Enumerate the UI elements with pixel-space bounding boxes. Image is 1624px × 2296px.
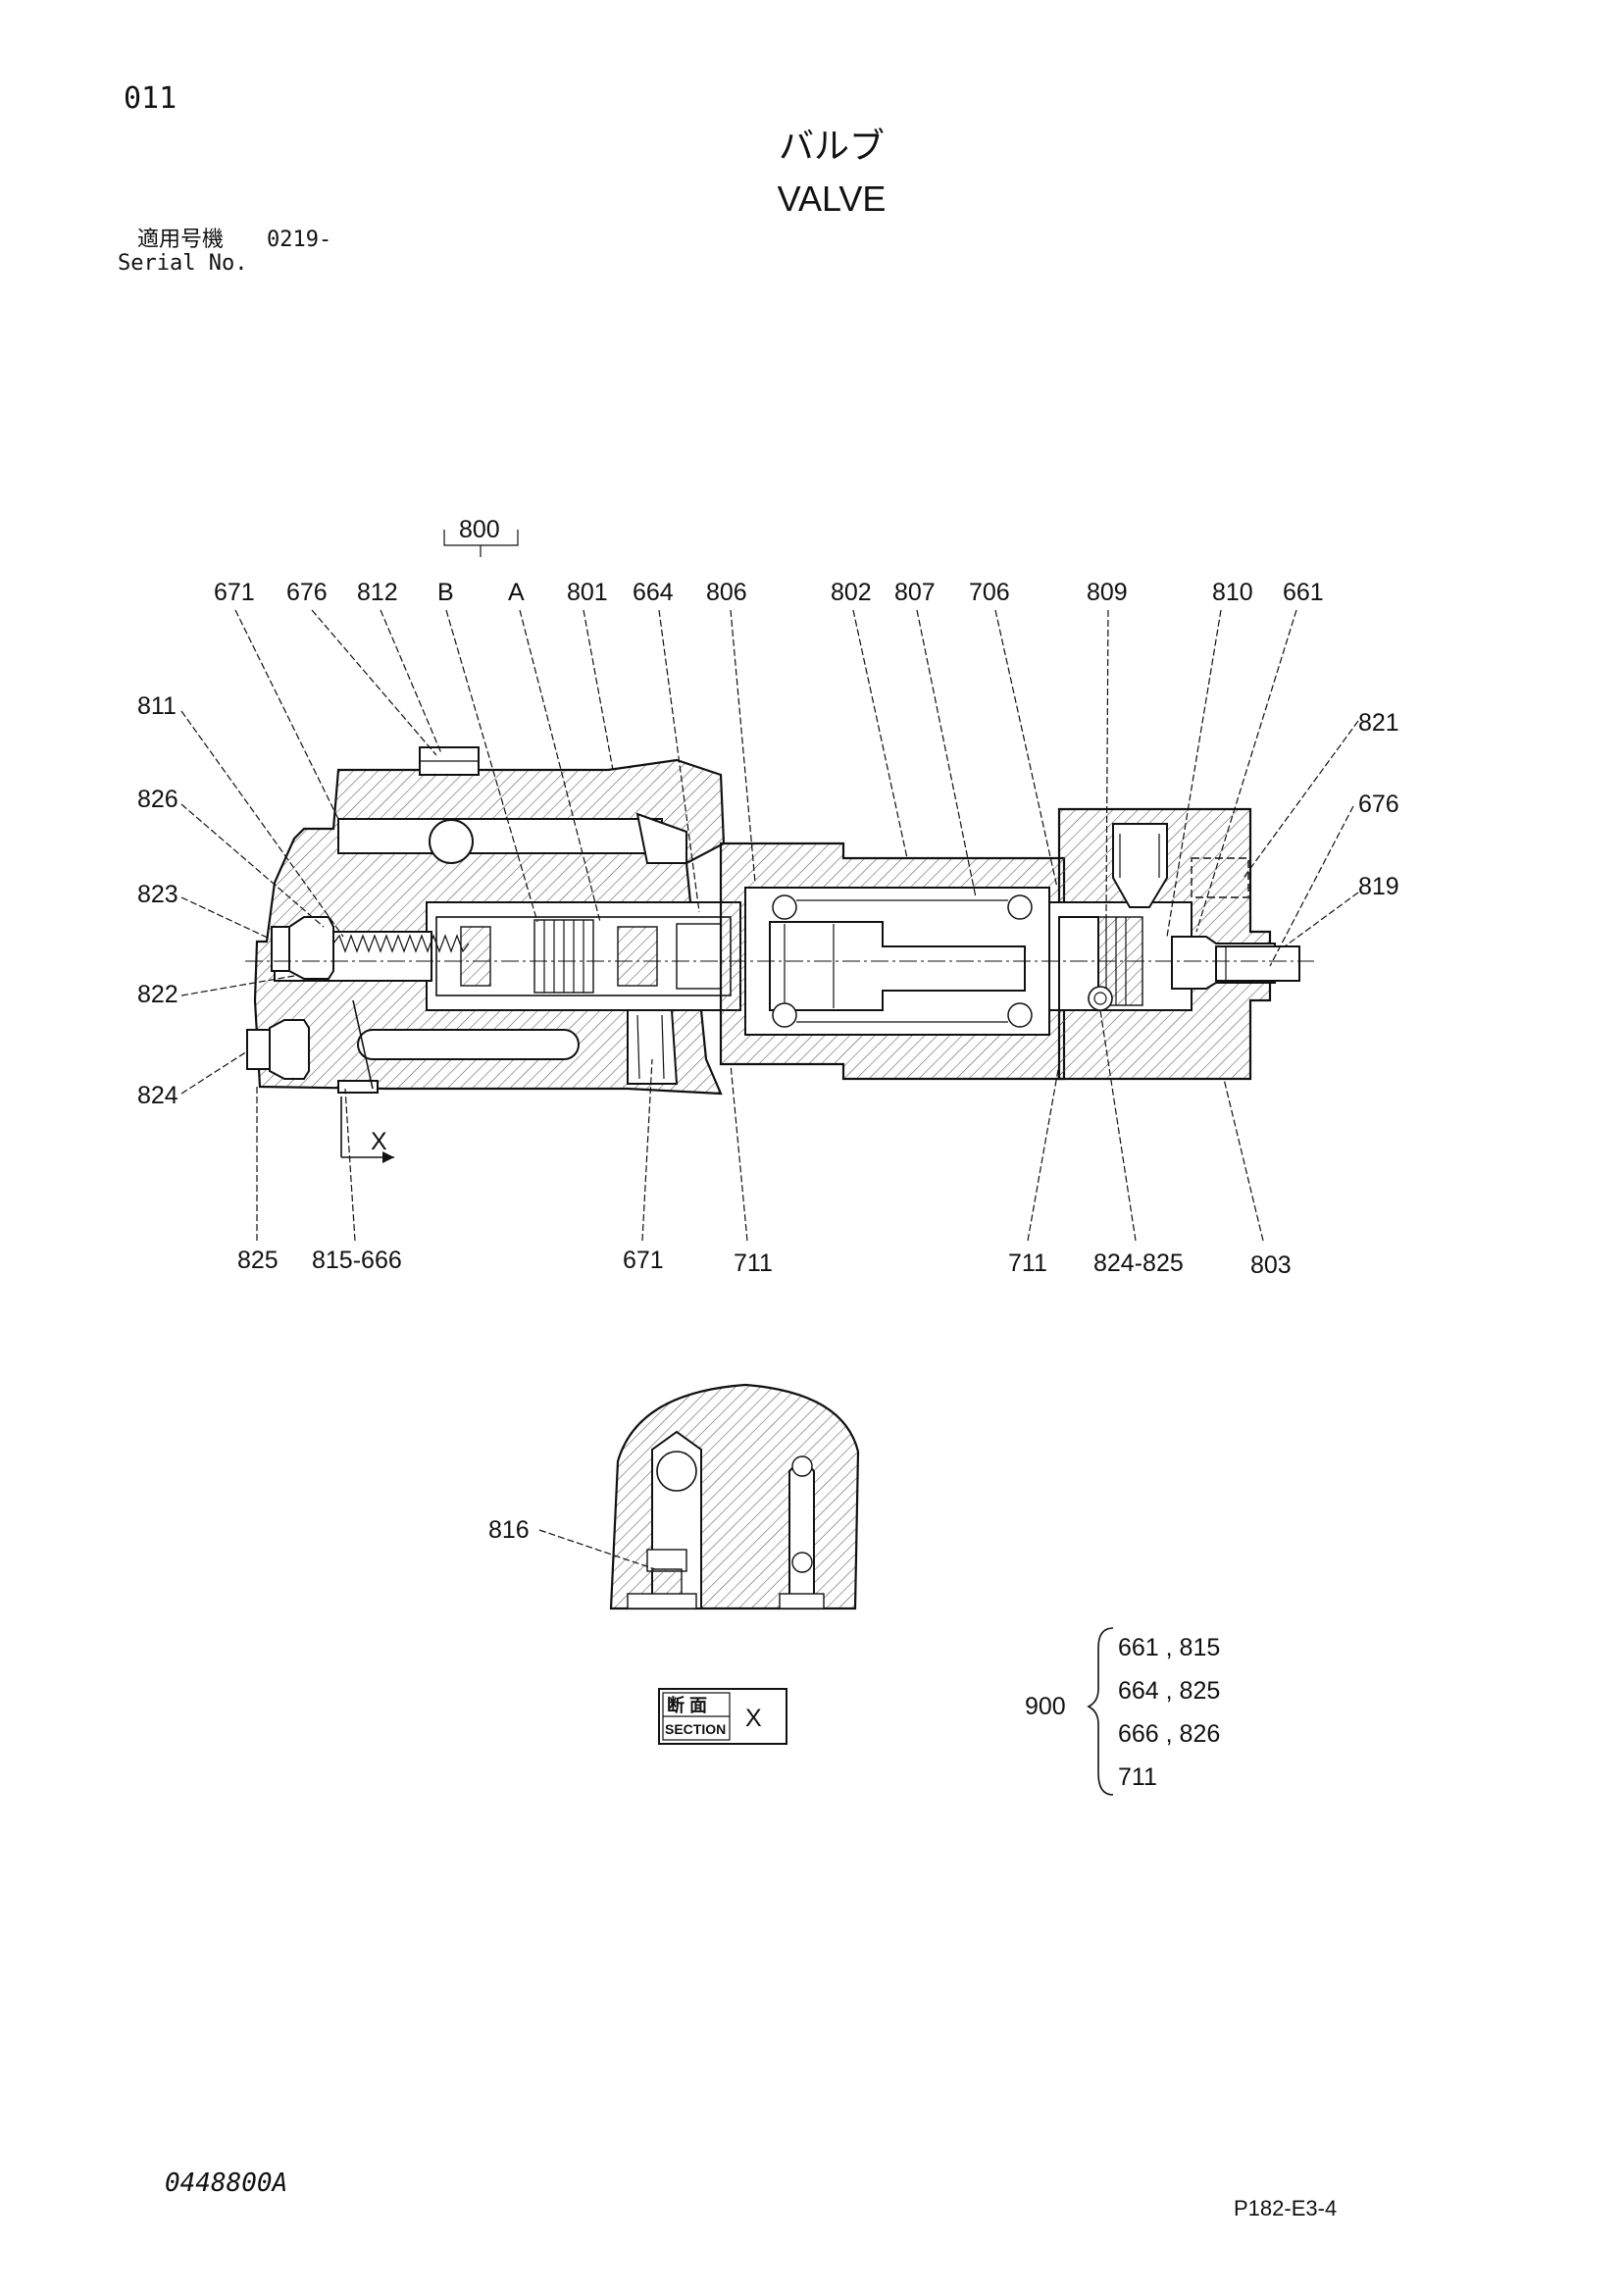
label-811: 811: [137, 692, 177, 720]
label-816: 816: [488, 1516, 530, 1544]
label-807: 807: [894, 579, 936, 606]
page-number: 011: [124, 81, 178, 116]
label-823: 823: [137, 881, 178, 908]
label-825: 825: [237, 1247, 279, 1274]
label-824-825: 824-825: [1093, 1250, 1184, 1277]
section-x-detail: 816: [488, 1383, 860, 1610]
serial-label-english: Serial No.: [118, 251, 248, 276]
label-819: 819: [1358, 873, 1399, 900]
kit-line-4: 711: [1118, 1763, 1157, 1791]
label-806: 806: [706, 579, 747, 606]
document-code: 0448800A: [165, 2168, 288, 2198]
label-671-top: 671: [214, 579, 255, 606]
label-x: X: [371, 1128, 387, 1155]
label-803: 803: [1250, 1251, 1292, 1279]
title-english: VALVE: [777, 179, 887, 219]
label-706: 706: [969, 579, 1010, 606]
label-711-b: 711: [1008, 1250, 1047, 1277]
reference-code: P182-E3-4: [1234, 2196, 1338, 2220]
label-711-a: 711: [734, 1250, 773, 1277]
leader-lines: [180, 530, 1359, 1242]
section-letter: X: [745, 1705, 762, 1732]
label-824: 824: [137, 1082, 178, 1109]
left-end-caps: [246, 916, 374, 1090]
right-housing: [1048, 807, 1300, 1081]
label-822: 822: [137, 981, 178, 1008]
label-b: B: [437, 579, 454, 606]
serial-value: 0219-: [267, 228, 332, 252]
serial-label-japanese: 適用号機: [137, 228, 225, 252]
label-661: 661: [1283, 579, 1324, 606]
title-japanese: バルブ: [778, 127, 885, 167]
part-labels: 800 B A 671 676 812 801 664 806 802 807 …: [137, 516, 1399, 1279]
label-810: 810: [1212, 579, 1253, 606]
label-815-666: 815-666: [312, 1247, 402, 1274]
section-en: SECTION: [665, 1721, 726, 1737]
kit-line-3: 666 , 826: [1118, 1720, 1220, 1748]
sleeve-cylinder: [719, 842, 1066, 1081]
kit-line-1: 661 , 815: [1118, 1634, 1220, 1661]
kit-900: 900 661 , 815 664 , 825 666 , 826 711: [1025, 1627, 1220, 1796]
spool: [332, 916, 732, 996]
label-809: 809: [1087, 579, 1128, 606]
label-671-bottom: 671: [623, 1247, 664, 1274]
label-a: A: [508, 579, 525, 606]
label-664: 664: [633, 579, 674, 606]
label-676-top: 676: [286, 579, 328, 606]
label-826: 826: [137, 786, 178, 813]
kit-line-2: 664 , 825: [1118, 1677, 1220, 1705]
section-jp: 断 面: [667, 1695, 707, 1715]
label-800: 800: [459, 516, 500, 543]
label-812: 812: [357, 579, 398, 606]
kit-number: 900: [1025, 1693, 1066, 1720]
label-821: 821: [1358, 709, 1399, 737]
label-802: 802: [831, 579, 872, 606]
label-676-right: 676: [1358, 791, 1399, 818]
section-label-box: 断 面 SECTION X: [658, 1688, 787, 1745]
label-801: 801: [567, 579, 608, 606]
